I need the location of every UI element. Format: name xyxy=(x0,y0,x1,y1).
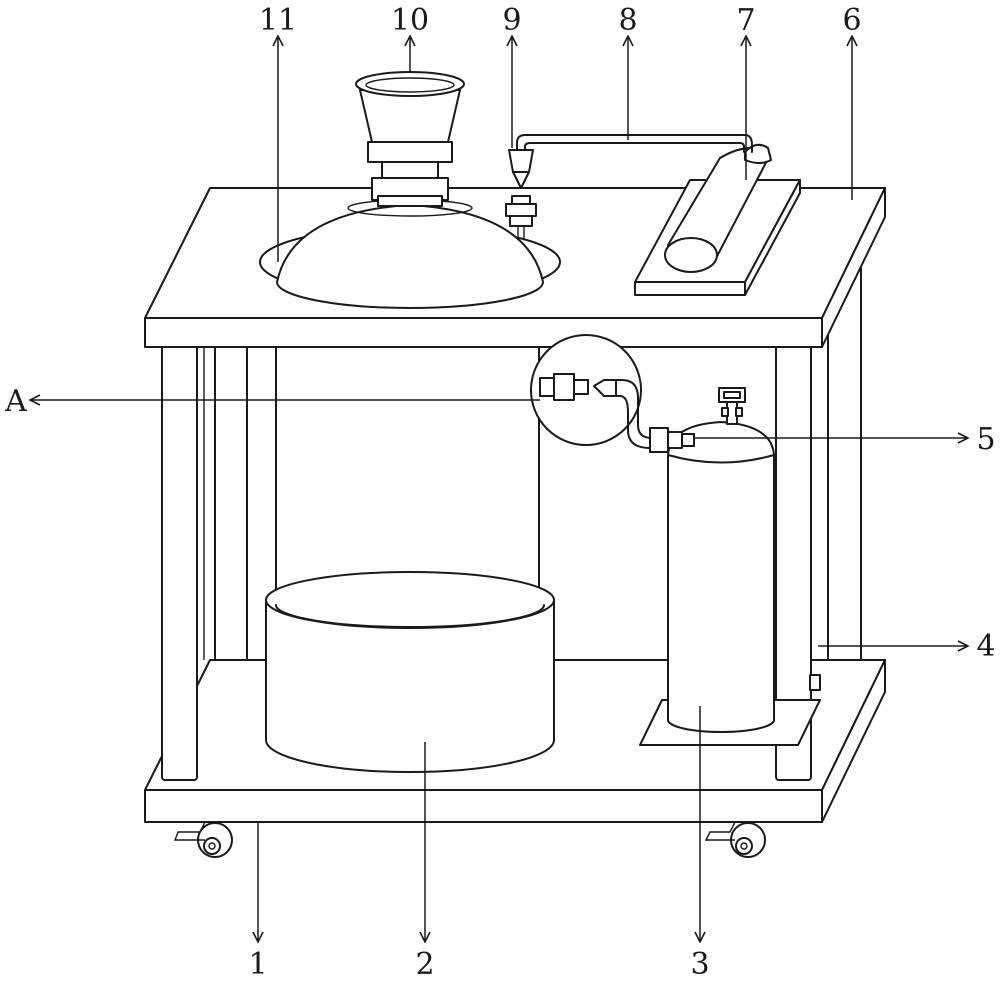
dome-cover xyxy=(276,199,544,309)
callout-8: 8 xyxy=(618,3,637,38)
callout-4: 4 xyxy=(976,629,995,664)
callout-a: A xyxy=(4,384,27,419)
back-legs xyxy=(214,264,862,686)
connecting-pipe xyxy=(516,134,753,153)
caster-left xyxy=(173,821,233,858)
callout-3: 3 xyxy=(690,947,709,982)
feed-hopper xyxy=(355,71,465,207)
collection-vessel xyxy=(265,339,555,773)
callout-7: 7 xyxy=(736,3,755,38)
callout-labels: 1 2 3 4 5 6 7 8 9 10 11 A xyxy=(4,3,995,982)
leader-lines xyxy=(30,36,968,942)
gas-cylinder xyxy=(639,387,821,746)
callout-10: 10 xyxy=(391,3,429,38)
caster-right xyxy=(704,821,766,858)
callout-6: 6 xyxy=(842,3,861,38)
detail-circle-a xyxy=(530,334,642,446)
callout-1: 1 xyxy=(248,947,267,982)
callout-11: 11 xyxy=(259,3,297,38)
callout-5: 5 xyxy=(976,422,995,457)
spray-nozzle xyxy=(505,149,537,240)
callout-2: 2 xyxy=(415,947,434,982)
callout-9: 9 xyxy=(502,3,521,38)
cylinder-hose xyxy=(627,424,695,453)
